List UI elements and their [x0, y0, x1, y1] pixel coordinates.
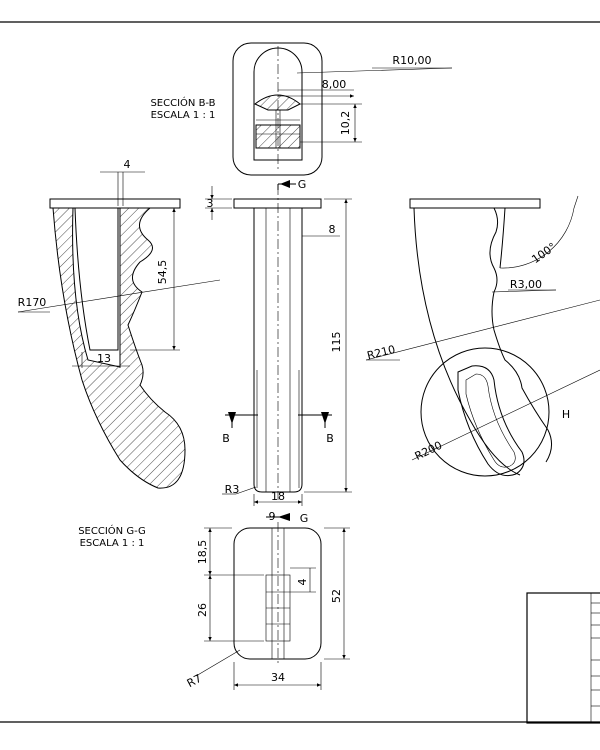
dim-10-2: 10,2 — [339, 111, 352, 136]
title-block — [526, 592, 600, 724]
dim-34: 34 — [271, 671, 285, 684]
marker-b-right: B — [326, 432, 334, 445]
dim-r7: R7 — [185, 672, 204, 690]
left-profile-dimensions — [17, 171, 221, 368]
sheet-frame — [0, 21, 600, 723]
dim-r170: R170 — [18, 296, 47, 309]
section-gg-title: SECCIÓN G-G — [78, 524, 146, 537]
section-bb-view — [232, 42, 323, 176]
dim-r210: R210 — [366, 343, 397, 363]
dim-3: 3 — [207, 197, 214, 210]
dim-8-00: 8,00 — [322, 78, 347, 91]
section-bb-title: SECCIÓN B-B — [150, 96, 215, 109]
side-view — [409, 198, 552, 477]
section-gg-dimensions — [195, 513, 350, 690]
dim-8: 8 — [329, 223, 336, 236]
section-gg-view — [233, 522, 322, 664]
dim-52: 52 — [330, 589, 343, 603]
front-view-dimensions — [205, 180, 352, 506]
dim-9: 9 — [269, 510, 276, 523]
dim-100: 100° — [529, 240, 558, 266]
dim-18-5: 18,5 — [196, 540, 209, 565]
marker-g-top: G — [298, 178, 307, 191]
dim-115: 115 — [330, 332, 343, 353]
marker-g-bottom: G — [300, 512, 309, 525]
dim-13: 13 — [97, 352, 111, 365]
section-bb-dimensions — [278, 67, 453, 143]
section-gg-scale: ESCALA 1 : 1 — [80, 538, 145, 549]
marker-b-left: B — [222, 432, 230, 445]
side-view-dimensions — [365, 195, 600, 461]
dim-4-top: 4 — [124, 158, 131, 171]
dim-r10: R10,00 — [392, 54, 431, 67]
left-section-profile — [49, 198, 186, 489]
front-view — [233, 185, 322, 500]
marker-h: H — [562, 408, 570, 421]
dim-r3: R3 — [225, 483, 240, 496]
dim-4-small: 4 — [296, 579, 309, 586]
section-bb-scale: ESCALA 1 : 1 — [151, 110, 216, 121]
dim-18: 18 — [271, 490, 285, 503]
dim-54-5: 54,5 — [156, 260, 169, 285]
dim-r3-00: R3,00 — [510, 278, 542, 291]
dim-26: 26 — [196, 603, 209, 617]
